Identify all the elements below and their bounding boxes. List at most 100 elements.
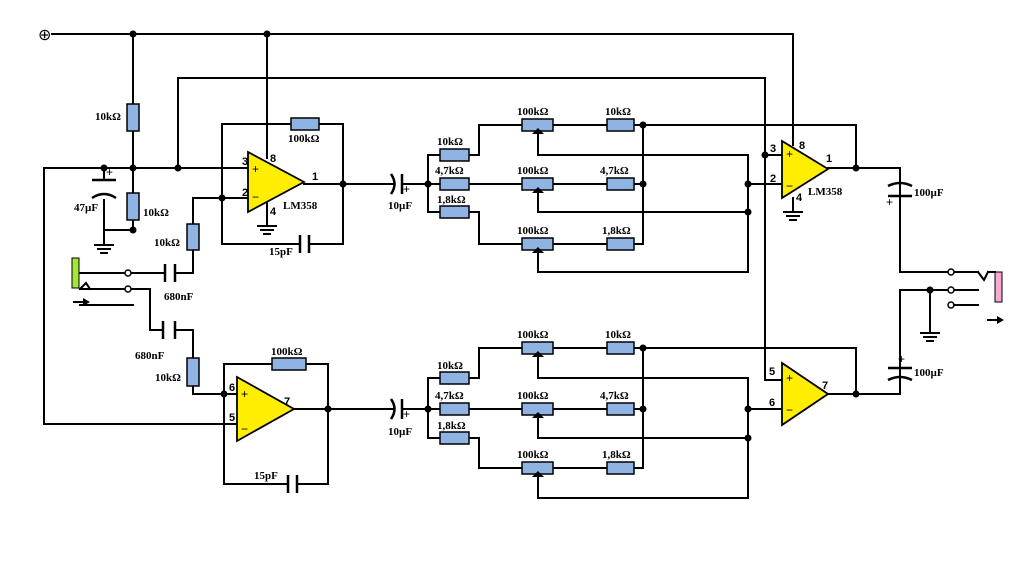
u1-minus-sign: − [252, 190, 259, 204]
u1-pin-in-plus: 3 [242, 156, 248, 168]
label-r-bias-bottom: 10kΩ [143, 207, 169, 219]
resistor-eq-bottom-r3 [439, 431, 470, 445]
label-eq-bottom-p3: 100kΩ [517, 449, 549, 461]
u1-pin-gnd: 4 [270, 206, 277, 218]
label-c-bias: 47µF [74, 202, 98, 214]
resistor-bias-bottom [126, 192, 140, 221]
svg-text:+: + [106, 165, 113, 179]
u2-pin-in-minus: 6 [229, 382, 235, 394]
u3-pin-in-minus: 2 [770, 173, 776, 185]
label-r-input-top: 10kΩ [154, 237, 180, 249]
u1-plus-sign: + [252, 162, 259, 176]
u3-minus-sign: − [786, 179, 793, 193]
label-eq-bottom-p2: 100kΩ [517, 390, 549, 402]
resistor-eq-bottom-r6 [606, 461, 635, 475]
u3-pin-gnd: 4 [796, 192, 803, 204]
label-c-output-bottom: 100µF [914, 367, 944, 379]
opamp-u2 [236, 375, 296, 443]
ground-icon [94, 244, 114, 254]
resistor-eq-top-r5 [606, 177, 635, 191]
wiper-bottom-p1 [532, 351, 544, 357]
u4-plus-sign: + [786, 371, 793, 385]
capacitor-input-bottom [161, 321, 177, 339]
u2-pin-in-plus: 5 [229, 412, 235, 424]
label-eq-bottom-r4: 10kΩ [605, 329, 631, 341]
opamp-text: + − 3 2 8 1 4 LM358 + − 6 5 7 + − 3 2 8 … [229, 140, 843, 436]
u2-minus-sign: − [241, 422, 248, 436]
label-eq-top-p1: 100kΩ [517, 106, 549, 118]
resistor-eq-top-r4 [606, 118, 635, 132]
label-c-output-top: 100µF [914, 187, 944, 199]
wiper-top-p1 [532, 128, 544, 134]
opamp-u4 [781, 361, 830, 427]
ground-icon [257, 225, 277, 235]
ground-icon [783, 211, 803, 221]
svg-text:+: + [403, 182, 410, 196]
label-eq-bottom-r2: 4,7kΩ [435, 390, 464, 402]
label-eq-top-r6: 1,8kΩ [602, 225, 631, 237]
eq-wiring-bottom [403, 289, 979, 499]
capacitor-coupling-bottom: + [389, 398, 410, 421]
capacitor-input-top [163, 264, 177, 282]
junctions [100, 30, 979, 442]
u1-pin-in-minus: 2 [242, 187, 248, 199]
u3-pin-vcc: 8 [799, 140, 805, 152]
label-c-feedback-top: 15pF [269, 246, 293, 258]
u1-pin-vcc: 8 [270, 153, 276, 165]
resistor-eq-bottom-r5 [606, 402, 635, 416]
resistor-eq-bottom-r1 [439, 371, 470, 385]
resistors [126, 103, 635, 475]
label-r-input-bottom: 10kΩ [155, 372, 181, 384]
capacitor-feedback-top [298, 235, 311, 253]
label-eq-top-p2: 100kΩ [517, 165, 549, 177]
label-r-bias-top: 10kΩ [95, 111, 121, 123]
input-jack [71, 257, 92, 306]
label-eq-top-p3: 100kΩ [517, 225, 549, 237]
u2-plus-sign: + [241, 387, 248, 401]
capacitor-bias: + [91, 165, 117, 200]
label-eq-top-r3: 1,8kΩ [437, 194, 466, 206]
u4-minus-sign: − [786, 403, 793, 417]
label-eq-bottom-p1: 100kΩ [517, 329, 549, 341]
resistor-input-bottom [186, 357, 200, 387]
u1-part-label: LM358 [283, 200, 318, 212]
resistor-input-top [186, 223, 200, 251]
u3-plus-sign: + [786, 147, 793, 161]
resistor-feedback-top [290, 117, 320, 131]
wiper-top-p3 [532, 247, 544, 253]
resistor-eq-top-r3 [439, 205, 470, 219]
resistor-eq-top-r1 [439, 148, 470, 162]
u3-part-label: LM358 [808, 186, 843, 198]
label-eq-bottom-r5: 4,7kΩ [600, 390, 629, 402]
svg-text:+: + [886, 195, 893, 209]
wires [43, 33, 794, 485]
capacitor-output-bottom: + [887, 352, 913, 382]
u2-pin-out: 7 [284, 396, 290, 408]
capacitor-output-top: + [886, 167, 913, 209]
svg-text:+: + [898, 352, 905, 366]
capacitors: + + + [91, 165, 913, 493]
label-r-feedback-bottom: 100kΩ [271, 346, 303, 358]
label-c-coupling-top: 10µF [388, 200, 412, 212]
capacitor-feedback-bottom [286, 475, 299, 493]
label-eq-bottom-r1: 10kΩ [437, 360, 463, 372]
label-r-feedback-top: 100kΩ [288, 133, 320, 145]
label-eq-bottom-r3: 1,8kΩ [437, 420, 466, 432]
output-jack [976, 270, 1004, 324]
resistor-eq-top-r2 [439, 177, 470, 191]
label-eq-bottom-r6: 1,8kΩ [602, 449, 631, 461]
resistor-feedback-bottom [271, 357, 307, 371]
pot-wipers [532, 128, 544, 477]
u3-pin-in-plus: 3 [770, 143, 776, 155]
label-eq-top-r2: 4,7kΩ [435, 165, 464, 177]
u1-pin-out: 1 [312, 171, 318, 183]
label-eq-top-r1: 10kΩ [437, 136, 463, 148]
label-eq-top-r5: 4,7kΩ [600, 165, 629, 177]
label-c-coupling-bottom: 10µF [388, 426, 412, 438]
resistor-bias-top [126, 103, 140, 132]
wiper-bottom-p2 [532, 412, 544, 418]
ground-icon [920, 332, 940, 342]
capacitor-coupling-top: + [389, 173, 410, 196]
resistor-eq-bottom-r4 [606, 341, 635, 355]
